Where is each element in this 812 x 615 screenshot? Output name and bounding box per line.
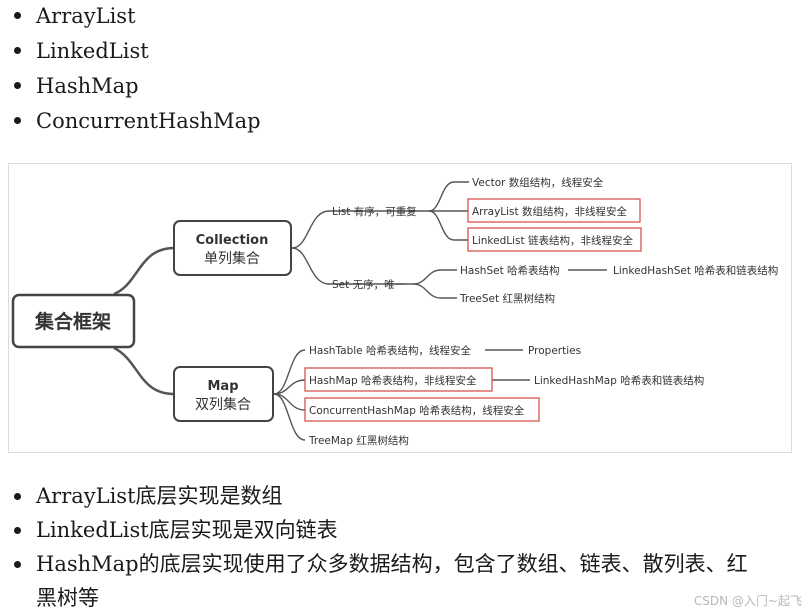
connector-collection-list: [291, 210, 429, 249]
collection-subtitle: 单列集合: [204, 250, 260, 267]
csdn-watermark: CSDN @入门~起飞: [693, 594, 802, 608]
linkedlist-label: LinkedList 链表结构，非线程安全: [472, 234, 633, 247]
map-title: Map: [207, 379, 238, 394]
connector-list-vector: [428, 181, 469, 212]
list-item: ConcurrentHashMap: [14, 105, 261, 140]
treeset-label: TreeSet 红黑树结构: [459, 292, 555, 305]
bottom-bullet-list: ArrayList底层实现是数组 LinkedList底层实现是双向链表 Has…: [14, 479, 748, 615]
root-label: 集合框架: [34, 310, 111, 333]
connector-map-treemap: [273, 393, 306, 441]
list-item: HashMap: [14, 70, 261, 105]
list-item: ArrayList底层实现是数组: [14, 479, 748, 513]
connector-collection-set: [291, 247, 413, 285]
list-item-line: 黑树等: [36, 586, 99, 610]
connector-map-hashtable: [273, 349, 306, 395]
mindmap-svg: 集合框架 Collection 单列集合 Map 双列集合 List 有序，可重…: [11, 176, 778, 447]
connector-set-treeset: [412, 283, 457, 299]
collection-node: [173, 220, 292, 276]
linkedhashset-label: LinkedHashSet 哈希表和链表结构: [613, 264, 778, 277]
concurrenthashmap-highlight: [304, 397, 540, 422]
treemap-label: TreeMap 红黑树结构: [308, 434, 409, 447]
arraylist-label: ArrayList 数组结构，非线程安全: [472, 205, 627, 218]
list-item: HashMap的底层实现使用了众多数据结构，包含了数组、链表、散列表、红 黑树等: [14, 547, 748, 615]
connector-root-collection: [113, 246, 175, 296]
vector-label: Vector 数组结构，线程安全: [472, 176, 604, 189]
connector-list-linkedlist: [428, 210, 468, 241]
map-subtitle: 双列集合: [195, 396, 251, 413]
concurrenthashmap-label: ConcurrentHashMap 哈希表结构，线程安全: [309, 404, 525, 417]
hashmap-highlight: [304, 367, 493, 392]
linkedlist-highlight: [467, 227, 642, 252]
hashmap-label: HashMap 哈希表结构，非线程安全: [309, 374, 477, 387]
list-item: LinkedList底层实现是双向链表: [14, 513, 748, 547]
list-item-line: HashMap的底层实现使用了众多数据结构，包含了数组、链表、散列表、红: [36, 552, 748, 576]
set-branch-label: Set 无序，唯一: [332, 278, 406, 291]
mindmap-connectors: [113, 181, 607, 441]
connector-set-hashset: [412, 269, 457, 285]
hashtable-label: HashTable 哈希表结构，线程安全: [309, 344, 471, 357]
list-branch-label: List 有序，可重复: [332, 205, 417, 218]
collection-title: Collection: [196, 233, 269, 248]
root-node: [11, 293, 136, 349]
map-node: [173, 366, 274, 422]
collection-mindmap: 集合框架 Collection 单列集合 Map 双列集合 List 有序，可重…: [8, 163, 792, 453]
list-item: ArrayList: [14, 0, 261, 35]
hashset-label: HashSet 哈希表结构: [460, 264, 560, 277]
list-item: LinkedList: [14, 35, 261, 70]
arraylist-highlight: [467, 198, 641, 223]
connector-root-map: [113, 346, 175, 396]
linkedhashmap-label: LinkedHashMap 哈希表和链表结构: [534, 374, 704, 387]
top-bullet-list: ArrayList LinkedList HashMap ConcurrentH…: [14, 0, 261, 140]
properties-label: Properties: [528, 345, 581, 357]
